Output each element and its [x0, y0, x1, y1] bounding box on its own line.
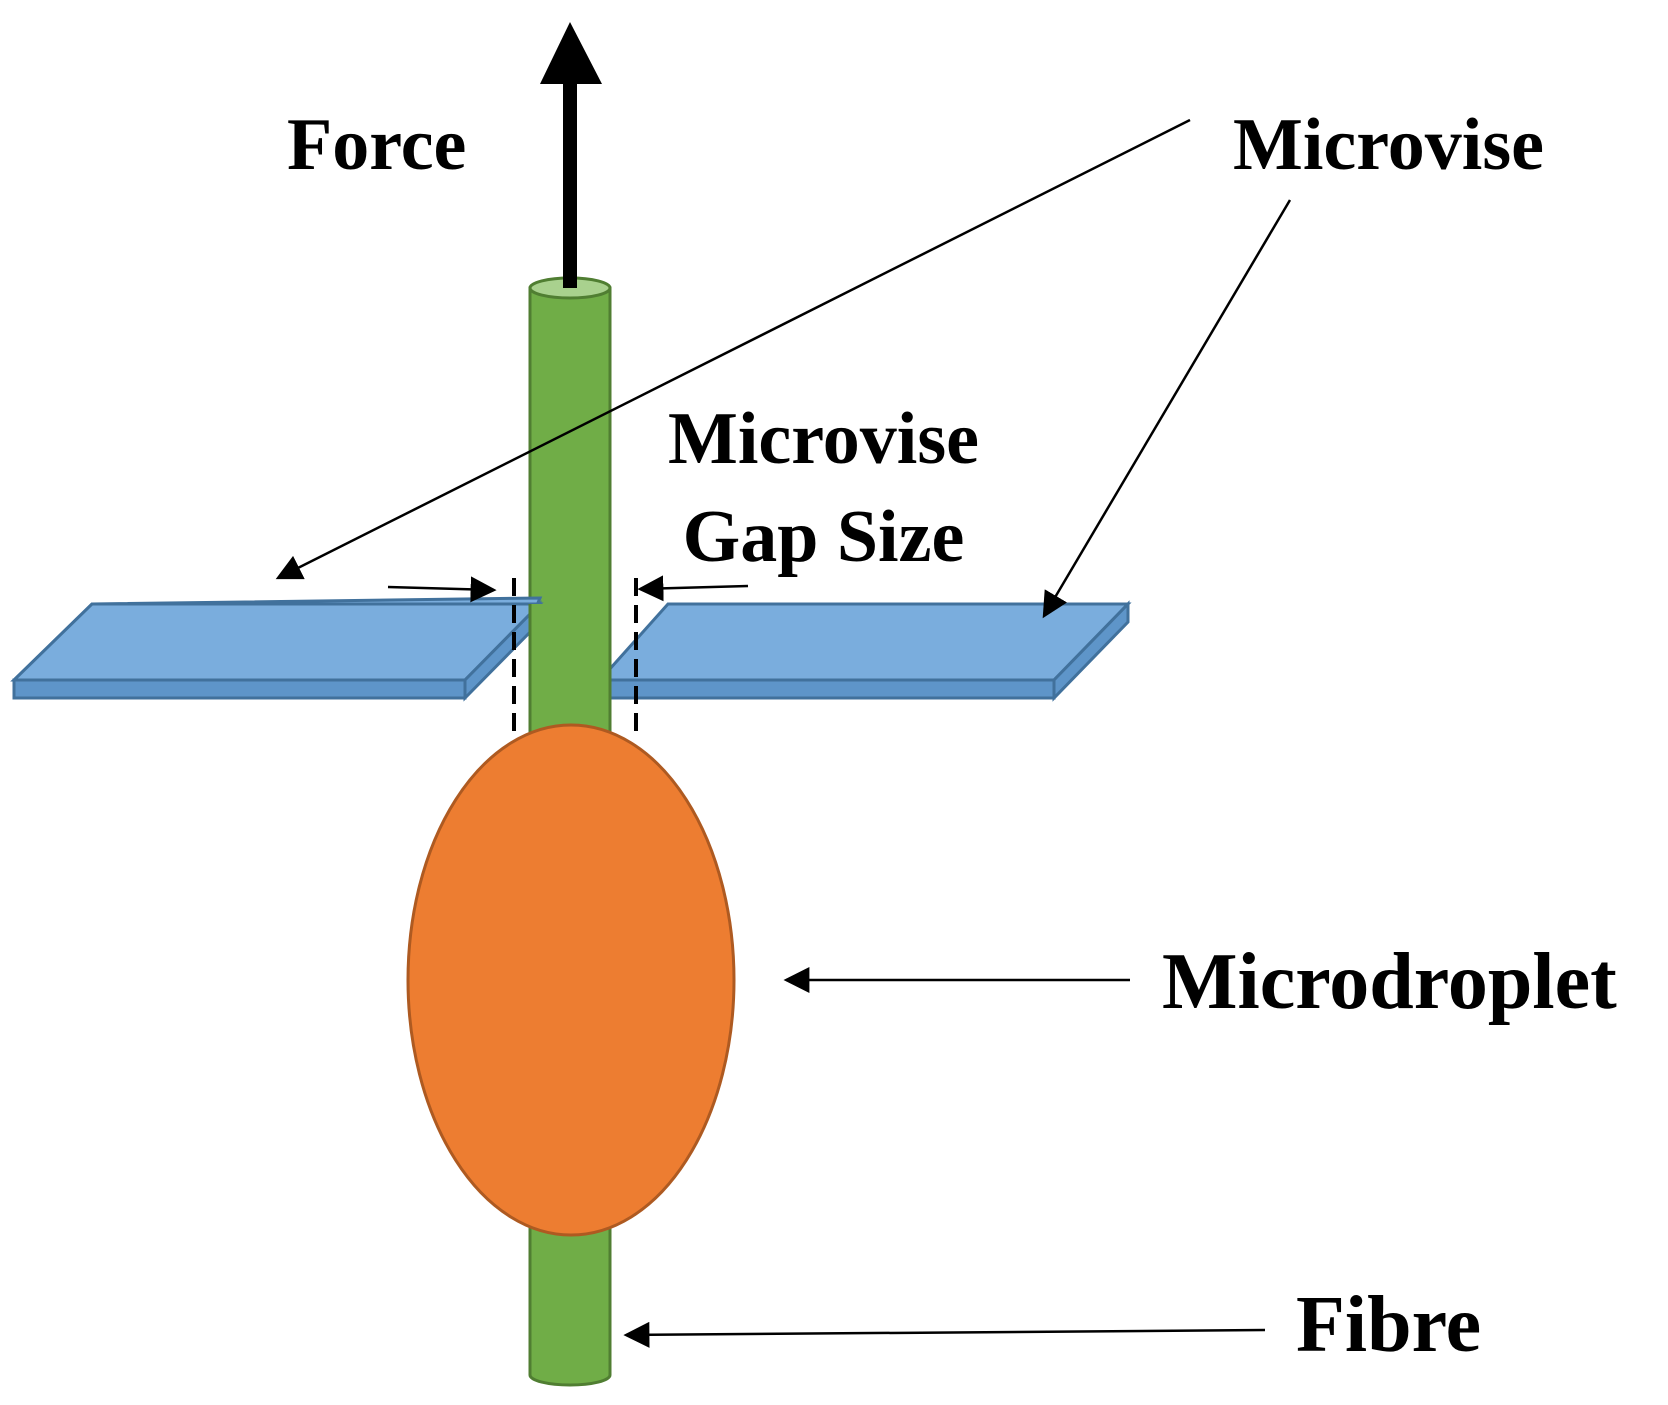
gap-size-arrows [387, 575, 749, 603]
force-arrow [540, 22, 602, 288]
microvise-gap-size-label: Microvise Gap Size [668, 390, 979, 586]
microvise-pointer-arrows [275, 118, 1292, 619]
gap-size-label-line1: Microvise [668, 398, 979, 480]
gap-size-label-line2: Gap Size [682, 496, 965, 578]
fibre-label: Fibre [1296, 1281, 1482, 1369]
microdroplet-label: Microdroplet [1162, 938, 1617, 1026]
microvise-plate-right [596, 600, 1132, 702]
microdroplet-ellipse [406, 723, 736, 1237]
fibre-front-segment [530, 604, 610, 724]
fibre-pointer-arrow [623, 1321, 1266, 1348]
microvise-label: Microvise [1233, 104, 1544, 186]
force-label: Force [287, 104, 467, 186]
microvise-plate-left [10, 596, 544, 702]
